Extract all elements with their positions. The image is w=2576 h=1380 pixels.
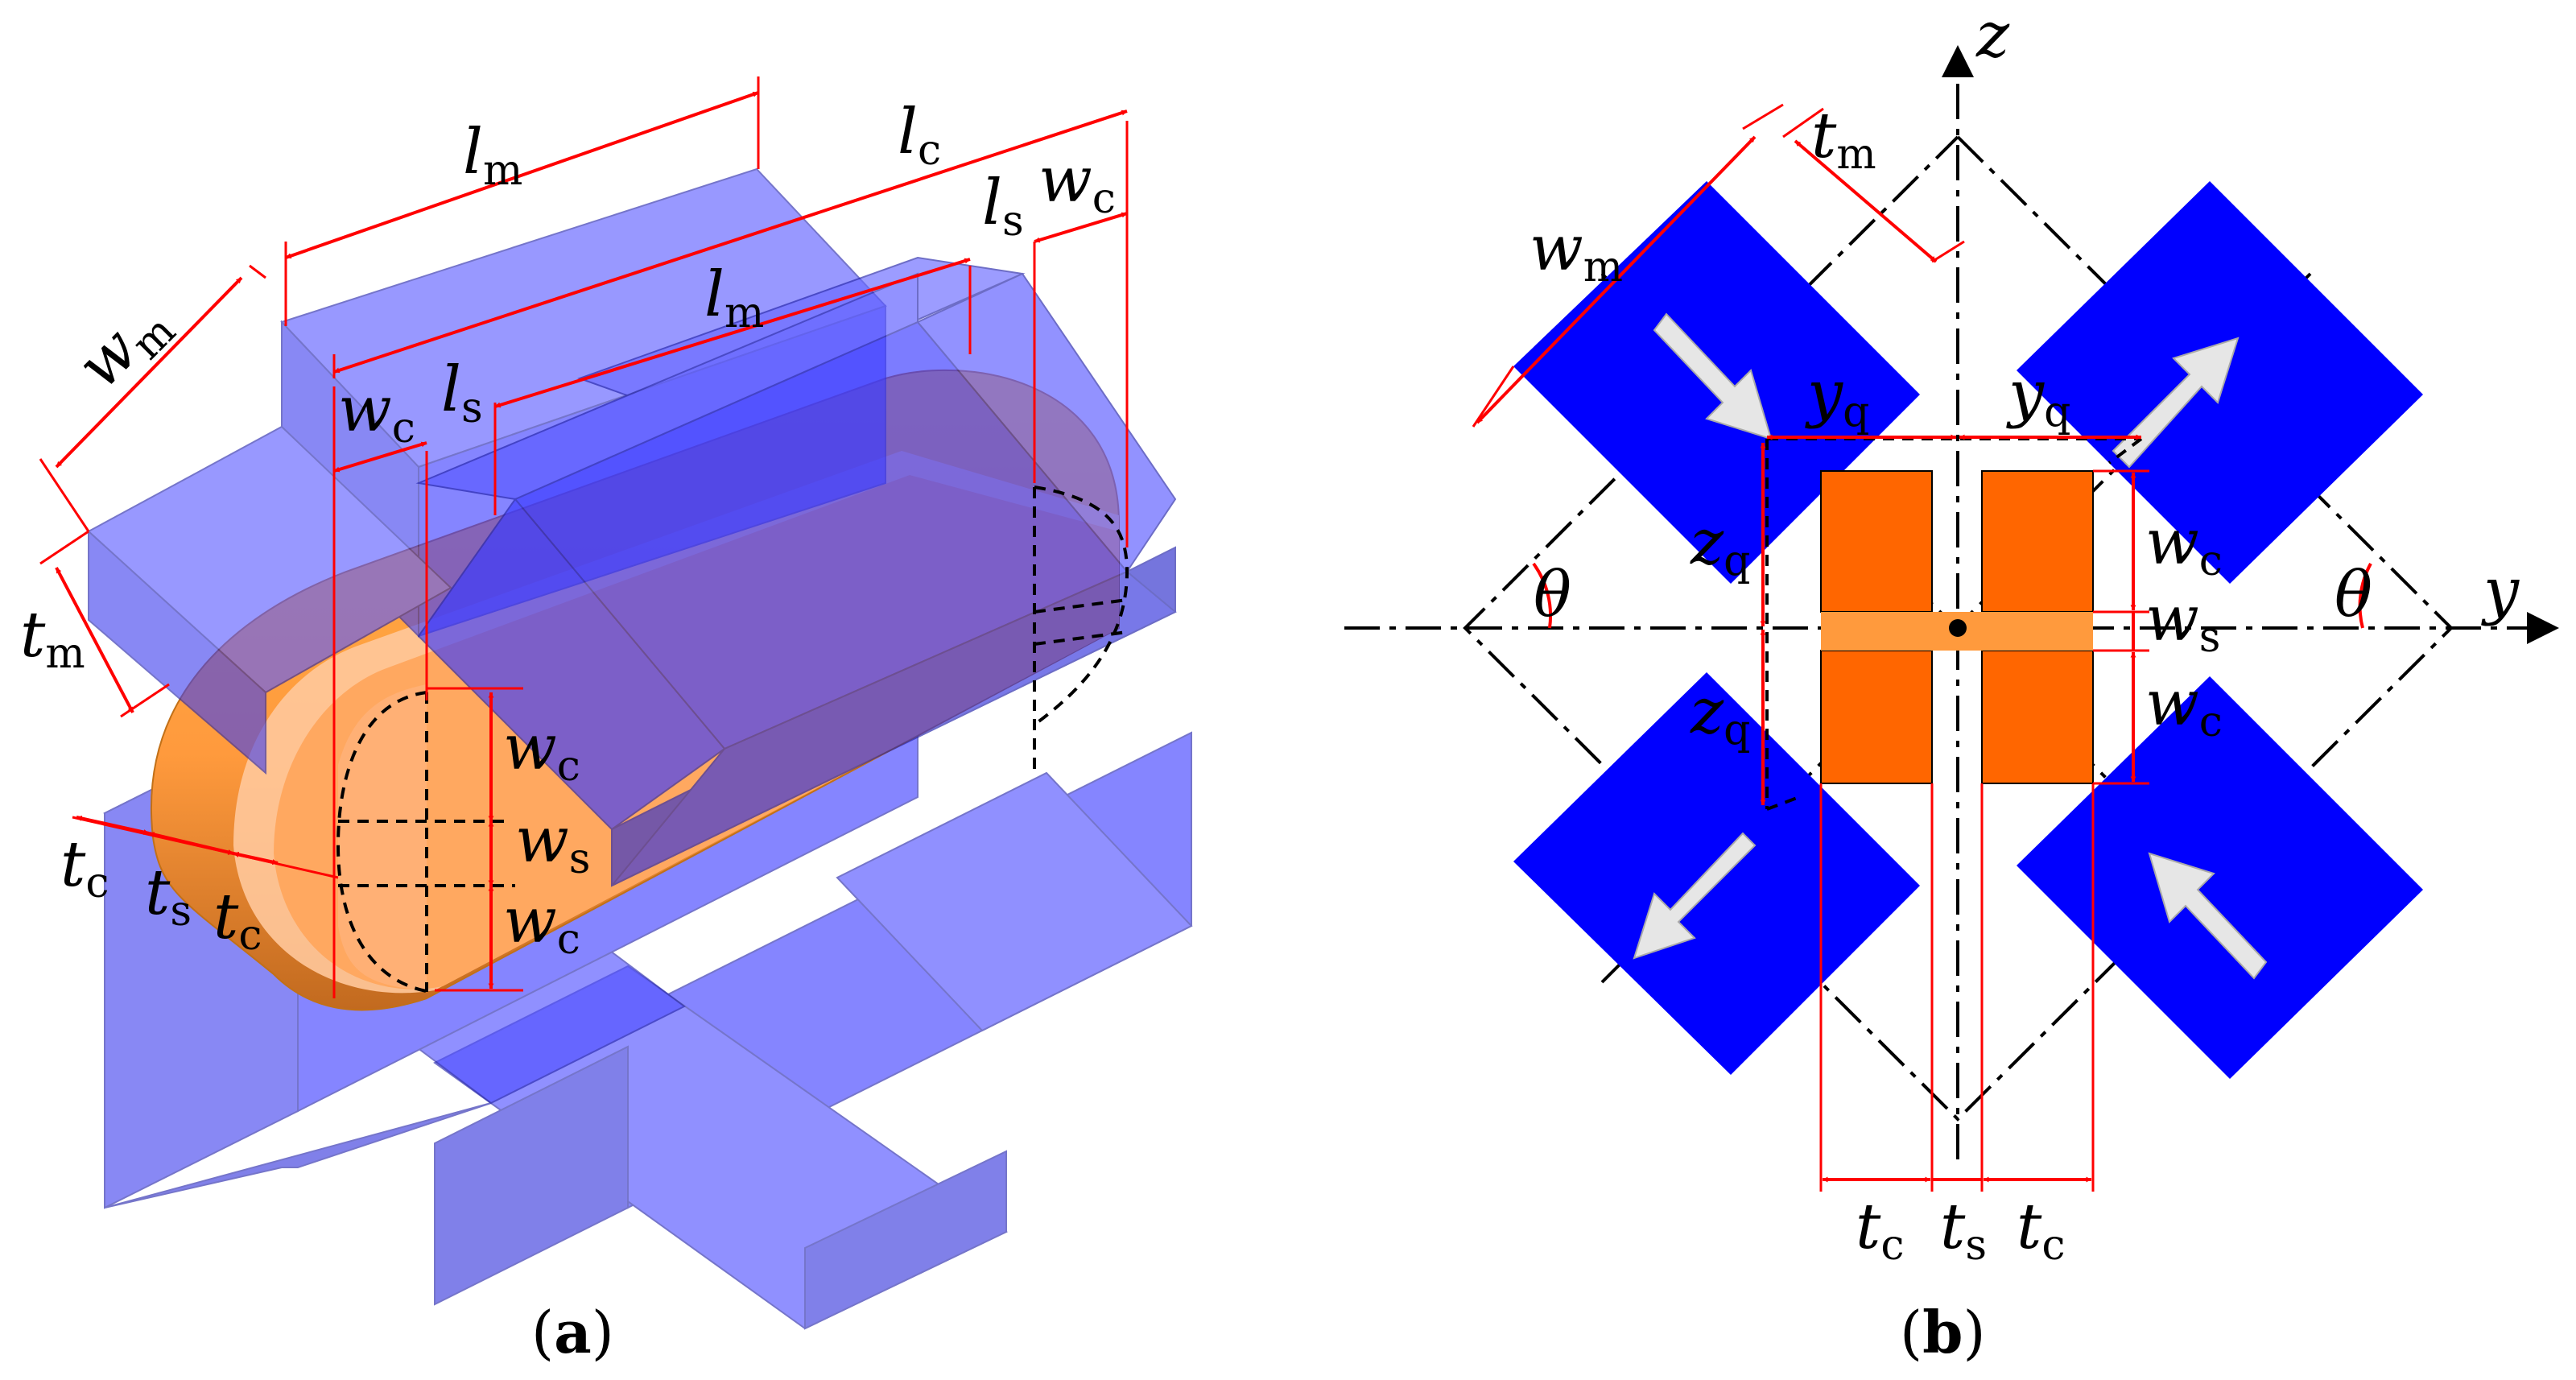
caption-a: (a) xyxy=(531,1298,614,1366)
label-wc-top: wc xyxy=(1038,144,1116,223)
panel-b-cross-section: z y θ θ tm wm yq yq zq zq wc ws wc tc ts… xyxy=(1344,0,2559,1366)
axis-label-z: z xyxy=(1975,0,2010,72)
label-lc: lc xyxy=(898,96,941,175)
label-ws: ws xyxy=(515,804,590,883)
panel-a-dimensions xyxy=(39,76,1129,998)
label-lm-top: lm xyxy=(463,116,522,195)
label-wc-upper-b: wc xyxy=(2145,506,2223,585)
label-lm-mid: lm xyxy=(704,258,764,337)
theta-arc-right xyxy=(2358,563,2372,629)
label-tc-left-b: tc xyxy=(1856,1191,1904,1270)
arrow-icon-bottom-right xyxy=(2148,852,2268,980)
theta-arc-left xyxy=(1532,562,1553,629)
label-wc-lower-b: wc xyxy=(2145,667,2223,746)
magnet-bottom-right xyxy=(2017,676,2423,1079)
label-ts-b: ts xyxy=(1940,1191,1987,1270)
label-yq-left: yq xyxy=(1805,357,1869,436)
coil-end-hidden-lines xyxy=(336,485,1129,994)
label-zq-lower: zq xyxy=(1690,676,1750,754)
label-ws-b: ws xyxy=(2145,583,2220,662)
label-zq-upper: zq xyxy=(1690,506,1750,585)
label-tm: tm xyxy=(20,599,85,678)
label-ts: ts xyxy=(145,857,192,936)
coil-bottom-left xyxy=(1820,650,1933,784)
panel-b-dimensions xyxy=(1472,103,2372,1192)
origin-point xyxy=(1949,619,1967,637)
label-yq-right: yq xyxy=(2006,357,2070,436)
coil-top-right xyxy=(1981,470,2094,613)
arrow-icon-bottom-left xyxy=(1633,832,1757,960)
coil-bottom-right xyxy=(1981,650,2094,784)
angle-label-right: θ xyxy=(2334,559,2372,631)
label-ls-top: ls xyxy=(982,167,1024,246)
label-tc-right-b: tc xyxy=(2017,1191,2065,1270)
label-wm-b: wm xyxy=(1530,213,1623,291)
axis-label-y: y xyxy=(2481,555,2520,627)
label-wm: wm xyxy=(64,285,185,407)
label-wc-upper: wc xyxy=(503,712,580,791)
angle-label-left: θ xyxy=(1534,559,1571,631)
label-tm-b: tm xyxy=(1811,100,1876,179)
label-ls-mid: ls xyxy=(441,353,483,432)
arrow-icon-top-right xyxy=(2112,337,2240,469)
label-wc-mid: wc xyxy=(338,374,415,452)
caption-b: (b) xyxy=(1900,1298,1986,1366)
coil-cross-sections xyxy=(1820,470,2094,784)
panel-a-3d-view: lm lc ls wc lm wc ls wm tm wc ws wc tc t… xyxy=(20,76,1193,1366)
label-wc-lower: wc xyxy=(503,885,580,964)
label-tc-left: tc xyxy=(60,828,109,907)
label-tc-right: tc xyxy=(213,881,262,960)
coil-top-left xyxy=(1820,470,1933,613)
